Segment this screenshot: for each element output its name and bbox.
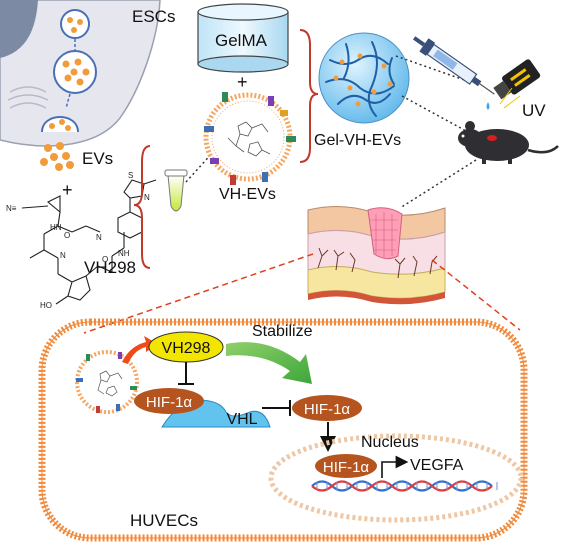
vh298-structure xyxy=(21,179,157,305)
escs-label: ESCs xyxy=(132,7,175,26)
gel-vh-evs-label: Gel-VH-EVs xyxy=(314,132,401,149)
svg-text:S: S xyxy=(128,171,133,180)
gelma-label: GelMA xyxy=(215,31,268,50)
vh-ev-vesicle xyxy=(203,92,296,185)
svg-text:N≡: N≡ xyxy=(6,204,17,213)
hif-oval-right xyxy=(292,395,362,421)
vhl-label: VHL xyxy=(226,411,257,428)
stabilize-arrow xyxy=(226,342,312,384)
gel-vh-ev-sphere xyxy=(318,32,410,124)
svg-text:HO: HO xyxy=(40,301,52,310)
svg-text:NH: NH xyxy=(118,249,130,258)
syringe-icon xyxy=(412,36,495,110)
huvecs-label: HUVECs xyxy=(130,511,198,530)
svg-text:N: N xyxy=(60,251,66,260)
inhibit-vh298 xyxy=(178,362,194,385)
stabilize-label: Stabilize xyxy=(252,323,313,340)
uv-lamp-icon xyxy=(493,59,541,109)
uv-label: UV xyxy=(522,101,546,120)
mouse-icon xyxy=(458,121,559,164)
nucleus-label: Nucleus xyxy=(361,434,419,451)
release-arrow xyxy=(122,336,158,364)
svg-text:O: O xyxy=(102,255,108,264)
hif-left-label: HIF-1α xyxy=(146,394,193,411)
inhibit-vhl xyxy=(262,400,291,416)
evs-particles xyxy=(40,142,74,171)
svg-text:N: N xyxy=(96,233,102,242)
eppendorf-tube xyxy=(164,169,188,212)
vh-evs-label: VH-EVs xyxy=(219,186,276,203)
huvec-cell xyxy=(38,318,528,542)
nucleus xyxy=(268,433,524,523)
plus-sign-1: + xyxy=(62,180,73,200)
vh298-atoms: N≡ O N O NH HO S N N HN xyxy=(6,171,150,310)
transcription-arrow xyxy=(381,455,409,478)
plus-sign-2: + xyxy=(237,72,248,92)
left-bracket xyxy=(133,145,151,269)
evs-label: EVs xyxy=(82,149,113,168)
gelma-container xyxy=(197,3,289,73)
vh298-badge-label: VH298 xyxy=(162,340,211,357)
esc-cell xyxy=(0,0,161,147)
vh-ev-vesicle-small xyxy=(75,350,139,414)
dna-helix xyxy=(311,480,498,492)
hif-nucleus-label: HIF-1α xyxy=(323,459,370,476)
svg-text:O: O xyxy=(64,231,70,240)
vegfa-label: VEGFA xyxy=(410,457,464,474)
hif-right-label: HIF-1α xyxy=(304,401,351,418)
vh298-drug-label: VH298 xyxy=(84,258,136,277)
hif-oval-left xyxy=(134,388,204,414)
svg-text:HN: HN xyxy=(50,223,62,232)
skin-tissue xyxy=(307,205,446,305)
middle-bracket xyxy=(299,29,319,163)
svg-text:N: N xyxy=(144,193,150,202)
hif-oval-nucleus xyxy=(315,454,377,478)
